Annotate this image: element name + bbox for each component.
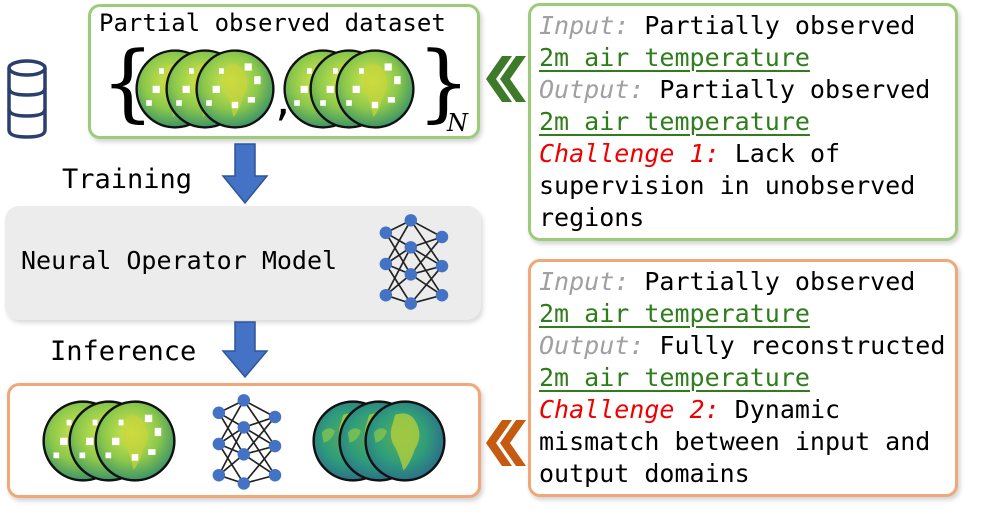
infer-challenge-line3: output domains xyxy=(539,459,750,488)
train-challenge-line2: supervision in unobserved xyxy=(539,171,916,200)
training-label: Training xyxy=(62,164,193,195)
infer-input-var-line: 2m air temperature xyxy=(539,298,945,330)
inference-label: Inference xyxy=(50,336,197,367)
infer-input-text: Partially observed xyxy=(644,267,916,296)
inference-panel xyxy=(7,383,481,498)
train-challenge-line: Challenge 1: Lack of xyxy=(539,138,930,170)
training-description-panel: Input: Partially observed 2m air tempera… xyxy=(528,3,958,241)
infer-challenge-line2: mismatch between input and xyxy=(539,427,931,456)
dataset-panel: Partial observed dataset { , } N xyxy=(88,4,480,139)
train-input-var-line: 2m air temperature xyxy=(539,42,930,74)
double-chevron-left-icon xyxy=(486,56,526,102)
database-icon xyxy=(7,59,47,139)
neural-network-icon xyxy=(212,392,286,496)
infer-output-var-line: 2m air temperature xyxy=(539,362,945,394)
globe-icon xyxy=(335,49,415,129)
infer-input-prefix: Input: xyxy=(539,267,630,296)
globe-icon xyxy=(94,400,176,482)
infer-output-line: Output: Fully reconstructed xyxy=(539,330,945,362)
globe-icon xyxy=(195,49,275,129)
train-challenge-line1: Lack of xyxy=(734,139,841,168)
neural-network-icon xyxy=(379,212,453,316)
infer-challenge-line: Challenge 2: Dynamic xyxy=(539,394,945,426)
train-input-prefix: Input: xyxy=(539,11,630,40)
train-input-var: 2m air temperature xyxy=(539,43,810,72)
train-output-prefix: Output: xyxy=(539,75,645,104)
train-output-var: 2m air temperature xyxy=(539,107,810,136)
inference-description-panel: Input: Partially observed 2m air tempera… xyxy=(528,259,958,497)
neural-operator-model: Neural Operator Model xyxy=(5,206,481,320)
infer-input-line: Input: Partially observed xyxy=(539,266,945,298)
train-output-line: Output: Partially observed xyxy=(539,74,930,106)
dataset-title: Partial observed dataset xyxy=(99,9,446,37)
train-challenge-line3: regions xyxy=(539,203,645,232)
infer-challenge-line1: Dynamic xyxy=(734,395,841,424)
infer-output-text: Fully reconstructed xyxy=(659,331,946,360)
down-arrow-icon xyxy=(221,321,269,379)
train-input-line: Input: Partially observed xyxy=(539,10,930,42)
train-output-var-line: 2m air temperature xyxy=(539,106,930,138)
down-arrow-icon xyxy=(221,143,269,205)
train-output-text: Partially observed xyxy=(659,75,931,104)
train-challenge-prefix: Challenge 1: xyxy=(539,139,720,168)
right-brace: } xyxy=(417,33,471,131)
double-chevron-left-icon xyxy=(486,420,526,466)
model-label: Neural Operator Model xyxy=(21,246,338,275)
infer-output-prefix: Output: xyxy=(539,331,645,360)
dataset-subscript: N xyxy=(447,109,468,137)
globe-icon xyxy=(364,400,446,482)
infer-challenge-prefix: Challenge 2: xyxy=(539,395,720,424)
train-input-text: Partially observed xyxy=(644,11,916,40)
infer-input-var: 2m air temperature xyxy=(539,299,810,328)
infer-output-var: 2m air temperature xyxy=(539,363,810,392)
